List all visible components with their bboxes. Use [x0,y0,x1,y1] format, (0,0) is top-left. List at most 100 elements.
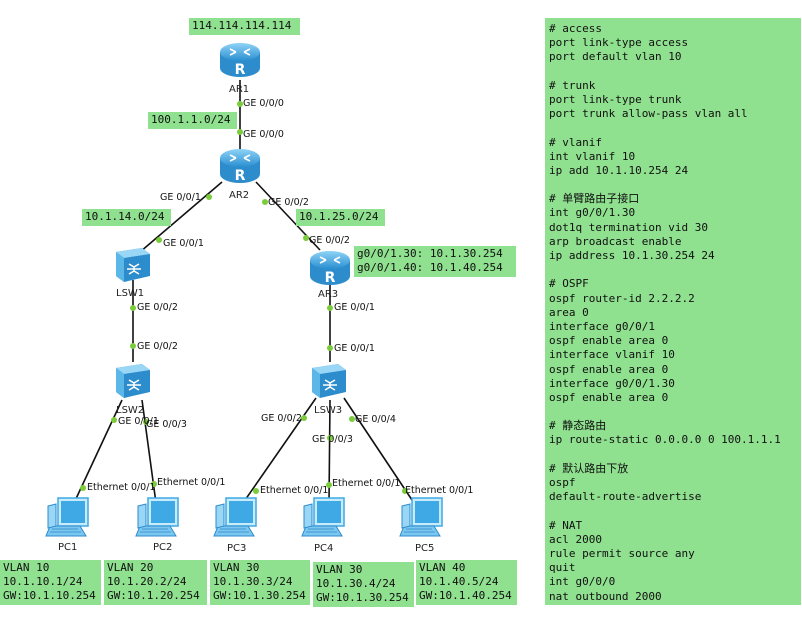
config-line: interface g0/0/1.30 [549,376,675,390]
config-line: # 默认路由下放 [549,461,629,475]
pc-gateway: GW:10.1.30.254 [316,591,409,604]
device-name-lsw1: LSW1 [116,288,145,299]
config-line [549,405,797,419]
switch-lsw3-icon[interactable] [308,362,348,400]
pc-gateway: GW:10.1.40.254 [419,589,512,602]
router-ar3-icon[interactable]: R [308,248,352,288]
config-line: default-route-advertise [549,490,702,504]
router-ar2-icon[interactable]: R [218,146,262,186]
config-line: port default vlan 10 [549,50,682,64]
port-label: GE 0/0/3 [312,434,353,445]
port-label: GE 0/0/0 [243,98,284,109]
port-label: GE 0/0/1 [163,238,204,249]
config-line [549,263,797,277]
config-line: port link-type trunk [549,92,682,106]
port-dot [349,416,355,422]
port-label: GE 0/0/2 [137,341,178,352]
config-line [549,178,797,192]
link-ar2-ar3 [255,181,321,251]
config-line: ospf router-id 2.2.2.2 [549,291,695,305]
config-line: ospf enable area 0 [549,334,669,348]
port-dot [237,101,243,107]
port-label: Ethernet 0/0/1 [405,485,474,496]
port-label: GE 0/0/1 [334,302,375,313]
pc-vlan: VLAN 30 [213,561,260,574]
port-dot [253,488,259,494]
svg-text:R: R [325,270,336,286]
port-dot [80,485,86,491]
config-line: ospf enable area 0 [549,390,669,404]
device-name-pc1: PC1 [58,542,78,553]
config-line: port link-type access [549,36,689,50]
config-line: # 静态路由 [549,419,607,433]
pc5-icon[interactable] [398,496,446,540]
port-dot [130,343,136,349]
port-dot [130,305,136,311]
router-ar1-icon[interactable]: R [218,40,262,80]
config-line [549,65,797,79]
config-line: int g0/0/1.30 [549,206,636,220]
port-dot [156,237,162,243]
config-line: port trunk allow-pass vlan all [549,107,748,121]
config-line: # OSPF [549,277,589,291]
pc-ip: 10.1.10.1/24 [3,575,83,588]
internet-ip-label: 114.114.114.114 [189,18,300,35]
port-dot [327,345,333,351]
config-line [549,448,797,462]
port-label: Ethernet 0/0/1 [332,478,401,489]
config-line: quit [549,561,576,575]
device-name-ar3: AR3 [318,289,339,300]
device-name-lsw2: LSW2 [116,405,145,416]
config-line: # access [549,22,602,35]
port-dot [402,488,408,494]
port-label: Ethernet 0/0/1 [260,485,329,496]
pc3-icon[interactable] [212,496,260,540]
port-label: GE 0/0/1 [334,343,375,354]
pc2-icon[interactable] [134,496,182,540]
switch-lsw1-icon[interactable] [112,246,152,284]
device-name-lsw3: LSW3 [314,405,343,416]
network-ar1-ar2-label: 100.1.1.0/24 [148,112,237,129]
port-label: Ethernet 0/0/1 [157,477,226,488]
port-label: GE 0/0/1 [160,192,201,203]
config-line: rule permit source any [549,546,695,560]
port-label: GE 0/0/2 [268,197,309,208]
pc1-icon[interactable] [44,496,92,540]
ar3-subif-line: g0/0/1.40: 10.1.40.254 [357,261,503,274]
config-line: acl 2000 [549,532,602,546]
config-line: # NAT [549,518,583,532]
port-label: GE 0/0/2 [309,235,350,246]
port-dot [327,435,333,441]
config-line: dot1q termination vid 30 [549,220,708,234]
config-line: nat outbound 2000 [549,589,662,603]
port-label: GE 0/0/1 [118,416,159,427]
pc4-icon[interactable] [300,496,348,540]
config-line: ip address 10.1.30.254 24 [549,249,715,262]
config-line: arp broadcast enable [549,234,682,248]
port-dot [326,482,332,488]
network-ar2-ar3-label: 10.1.25.0/24 [296,209,385,226]
device-name-pc5: PC5 [415,543,435,554]
pc-gateway: GW:10.1.20.254 [107,589,200,602]
config-line: ip add 10.1.10.254 24 [549,163,689,177]
port-dot [143,419,149,425]
config-line: ospf [549,476,576,489]
pc-ip: 10.1.30.4/24 [316,577,396,590]
port-dot [111,417,117,423]
port-dot [206,194,212,200]
device-name-ar2: AR2 [229,190,250,201]
pc-gateway: GW:10.1.10.254 [3,589,96,602]
port-label: GE 0/0/2 [261,413,302,424]
link-lsw3-pc5 [343,397,415,504]
switch-lsw2-icon[interactable] [112,362,152,400]
pc-ip: 10.1.30.3/24 [213,575,293,588]
pc-gateway: GW:10.1.30.254 [213,589,306,602]
port-dot [303,235,309,241]
pc-vlan: VLAN 10 [3,561,50,574]
